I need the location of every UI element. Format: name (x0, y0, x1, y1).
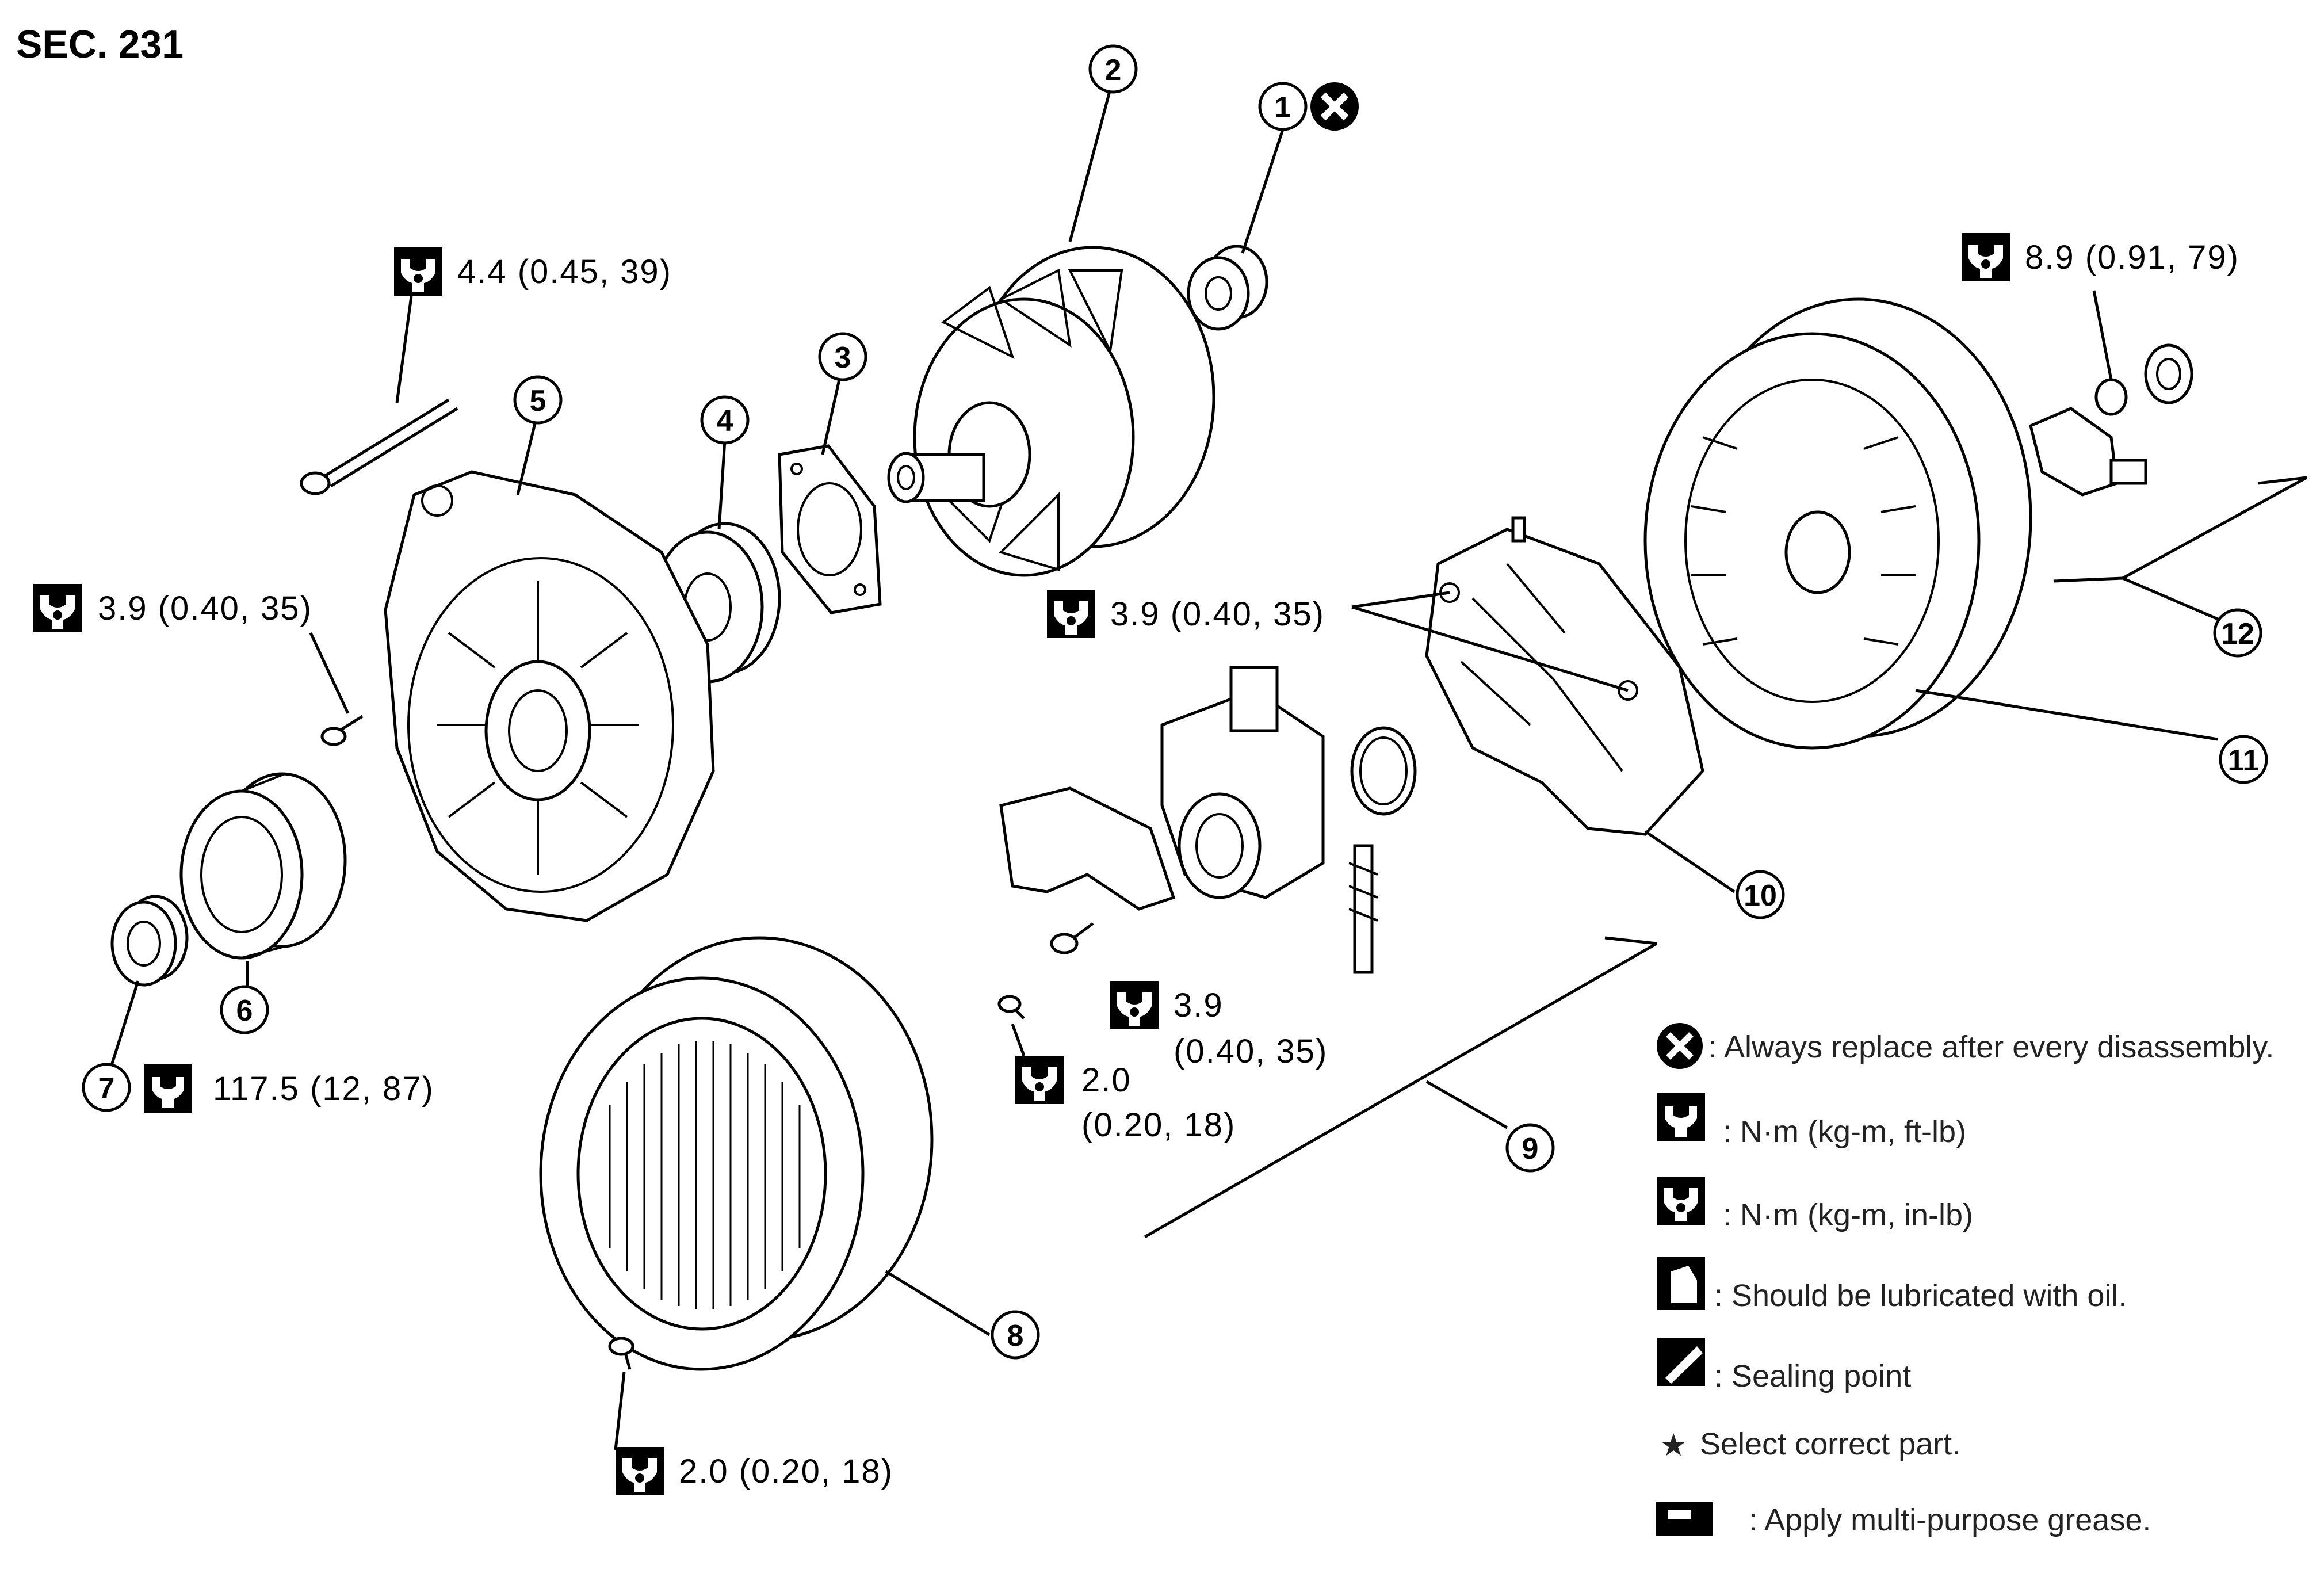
svg-text:11: 11 (2228, 744, 2260, 777)
callout-6: 6 (221, 987, 267, 1033)
legend-grease: : Apply multi-purpose grease. (1656, 1502, 2151, 1537)
callout-1: 1 (1260, 83, 1306, 129)
torque-wrench-ftlb-icon (1657, 1093, 1705, 1141)
svg-text:(0.20, 18): (0.20, 18) (1081, 1106, 1236, 1144)
callout-10: 10 (1737, 872, 1783, 918)
svg-text:: Apply multi-purpose grease.: : Apply multi-purpose grease. (1749, 1503, 2151, 1537)
sealing-icon (1657, 1338, 1705, 1386)
callout-3: 3 (820, 334, 866, 380)
part-9-regulator-assembly (997, 666, 1417, 1019)
svg-text:3.9 (0.40, 35): 3.9 (0.40, 35) (1110, 595, 1325, 633)
svg-text:: N·m (kg-m, ft-lb): : N·m (kg-m, ft-lb) (1723, 1114, 1966, 1149)
svg-text:: N·m (kg-m, in-lb): : N·m (kg-m, in-lb) (1723, 1198, 1973, 1232)
callout-4: 4 (702, 397, 748, 443)
svg-text:8: 8 (1007, 1319, 1024, 1353)
part-2-rotor (887, 246, 1215, 577)
legend-replace: : Always replace after every disassembly… (1657, 1023, 2274, 1069)
svg-text:2.0: 2.0 (1081, 1061, 1132, 1099)
svg-text:4: 4 (717, 404, 733, 438)
svg-text:2.0 (0.20, 18): 2.0 (0.20, 18) (679, 1453, 893, 1490)
part-11-rear-bracket (1643, 297, 2032, 750)
part-12-terminal (2029, 343, 2308, 583)
through-bolt (300, 398, 458, 495)
callout-7: 7 (83, 1064, 129, 1110)
part-7-nut (110, 895, 189, 987)
svg-text:3: 3 (835, 341, 851, 375)
torque-4-4: 4.4 (0.45, 39) (394, 247, 672, 296)
torque-8-9: 8.9 (0.91, 79) (1962, 233, 2239, 281)
svg-text:10: 10 (1744, 879, 1777, 912)
svg-text:12: 12 (2221, 617, 2254, 651)
svg-text:5: 5 (530, 384, 546, 418)
callout-12: 12 (2215, 610, 2261, 656)
torque-2-0-mid: 2.0 (0.20, 18) (1015, 1056, 1236, 1144)
legend-oil: : Should be lubricated with oil. (1657, 1257, 2127, 1313)
legend-nm-inlb: : N·m (kg-m, in-lb) (1657, 1177, 1973, 1232)
torque-labels: 4.4 (0.45, 39) 3.9 (0.40, 35) 117.5 (12,… (33, 233, 2239, 1495)
torque-3-9-low: 3.9 (0.40, 35) (1110, 981, 1328, 1070)
svg-text:1: 1 (1275, 91, 1291, 124)
svg-text:: Sealing point: : Sealing point (1714, 1359, 1911, 1393)
legend-select: ★ Select correct part. (1660, 1427, 1960, 1463)
part-10-rectifier (1425, 516, 1704, 836)
part-3-plate (778, 444, 882, 614)
svg-text:2: 2 (1105, 54, 1122, 87)
torque-3-9-mid: 3.9 (0.40, 35) (1047, 590, 1325, 638)
svg-text:9: 9 (1522, 1132, 1539, 1166)
legend-sealing: : Sealing point (1657, 1338, 1911, 1393)
torque-wrench-inlb-icon (1657, 1177, 1705, 1225)
svg-text:7: 7 (98, 1072, 115, 1105)
svg-text:: Should be lubricated with oi: : Should be lubricated with oil. (1714, 1278, 2127, 1313)
svg-text:6: 6 (236, 994, 253, 1028)
svg-text:(0.40, 35): (0.40, 35) (1174, 1033, 1328, 1070)
screw-bottom (608, 1337, 634, 1370)
legend-nm-ftlb: : N·m (kg-m, ft-lb) (1657, 1093, 1966, 1149)
svg-text:117.5 (12, 87): 117.5 (12, 87) (213, 1070, 434, 1108)
svg-text:3.9: 3.9 (1174, 987, 1224, 1024)
callout-5: 5 (515, 377, 561, 423)
part-1-bearing (1187, 245, 1268, 331)
star-icon: ★ (1660, 1428, 1687, 1463)
legend: : Always replace after every disassembly… (1656, 1023, 2274, 1537)
callouts: 1 2 3 4 5 6 7 8 9 10 11 12 (83, 46, 2266, 1358)
callout-9: 9 (1507, 1125, 1553, 1171)
callout-2: 2 (1090, 46, 1136, 92)
leader-lines (105, 89, 2237, 1450)
svg-text:Select correct part.: Select correct part. (1700, 1427, 1960, 1461)
callout-1-replace-icon (1310, 82, 1359, 131)
torque-2-0-bottom: 2.0 (0.20, 18) (616, 1447, 893, 1495)
part-8-stator (539, 936, 934, 1371)
part-6-pulley (179, 772, 347, 960)
svg-text:: Always replace after every d: : Always replace after every disassembly… (1708, 1030, 2274, 1064)
part-5-front-bracket (384, 470, 715, 922)
torque-3-9-left: 3.9 (0.40, 35) (33, 584, 312, 632)
svg-text:8.9 (0.91, 79): 8.9 (0.91, 79) (2025, 239, 2239, 276)
callout-11: 11 (2220, 736, 2266, 782)
svg-text:4.4 (0.45, 39): 4.4 (0.45, 39) (457, 253, 672, 291)
callout-8: 8 (992, 1312, 1038, 1358)
screw-left (320, 715, 364, 746)
torque-117-5: 117.5 (12, 87) (144, 1064, 434, 1113)
svg-text:3.9 (0.40, 35): 3.9 (0.40, 35) (98, 590, 312, 627)
section-title: SEC. 231 (16, 22, 184, 66)
